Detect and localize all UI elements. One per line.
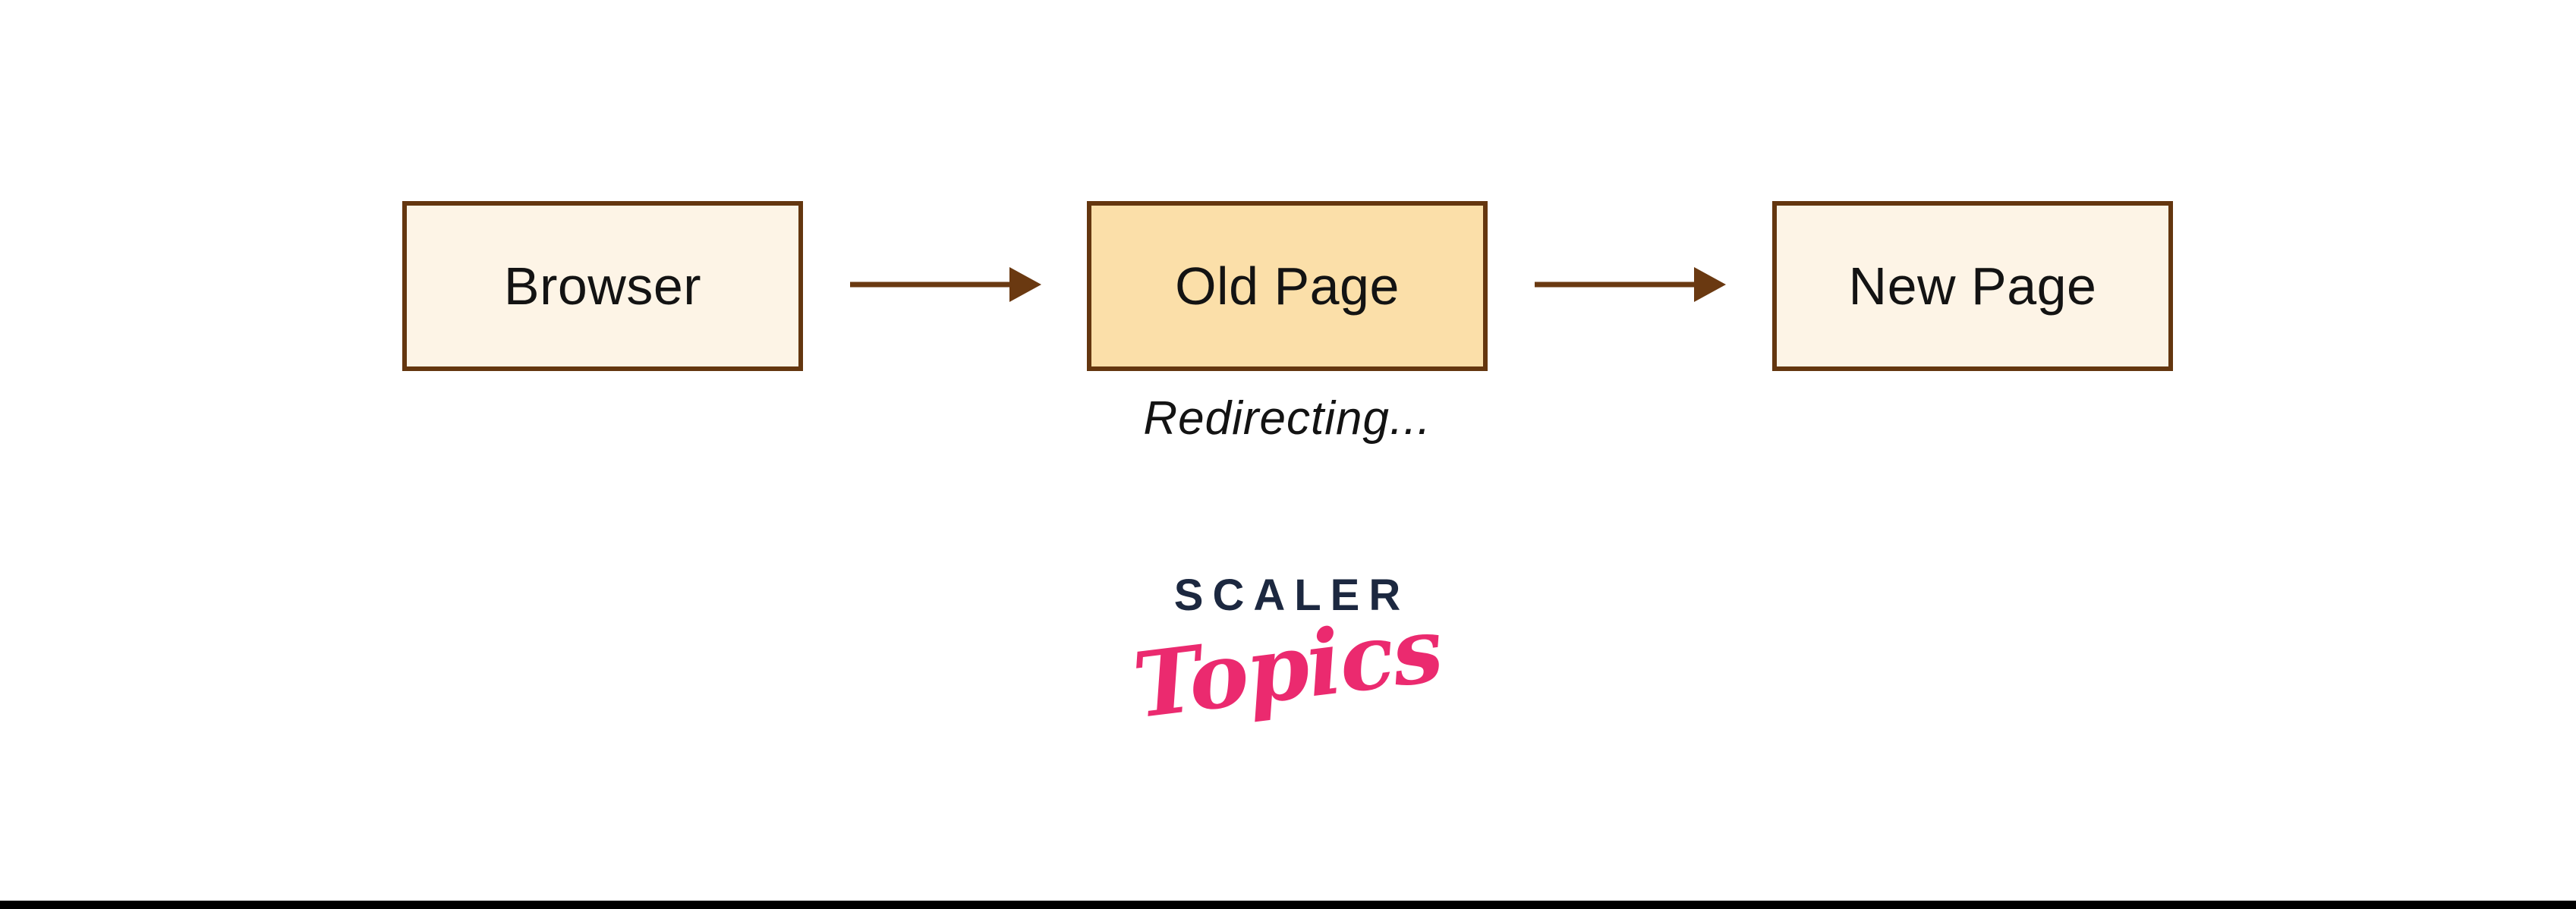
- diagram-node-new-page: New Page: [1772, 201, 2173, 371]
- node-label: New Page: [1848, 256, 2097, 316]
- redirecting-caption: Redirecting...: [1143, 392, 1431, 445]
- diagram-node-old-page: Old Page: [1087, 201, 1488, 371]
- arrow-right-icon: [1535, 267, 1726, 302]
- arrow-right-icon: [850, 267, 1041, 302]
- bottom-black-bar: [0, 901, 2576, 909]
- scaler-topics-logo: SCALER Topics: [1087, 571, 1488, 739]
- diagram-node-browser: Browser: [402, 201, 803, 371]
- logo-scaler-text: SCALER: [1173, 571, 1410, 620]
- node-label: Old Page: [1175, 256, 1400, 316]
- logo-topics-text: Topics: [1127, 596, 1447, 739]
- node-label: Browser: [503, 256, 702, 316]
